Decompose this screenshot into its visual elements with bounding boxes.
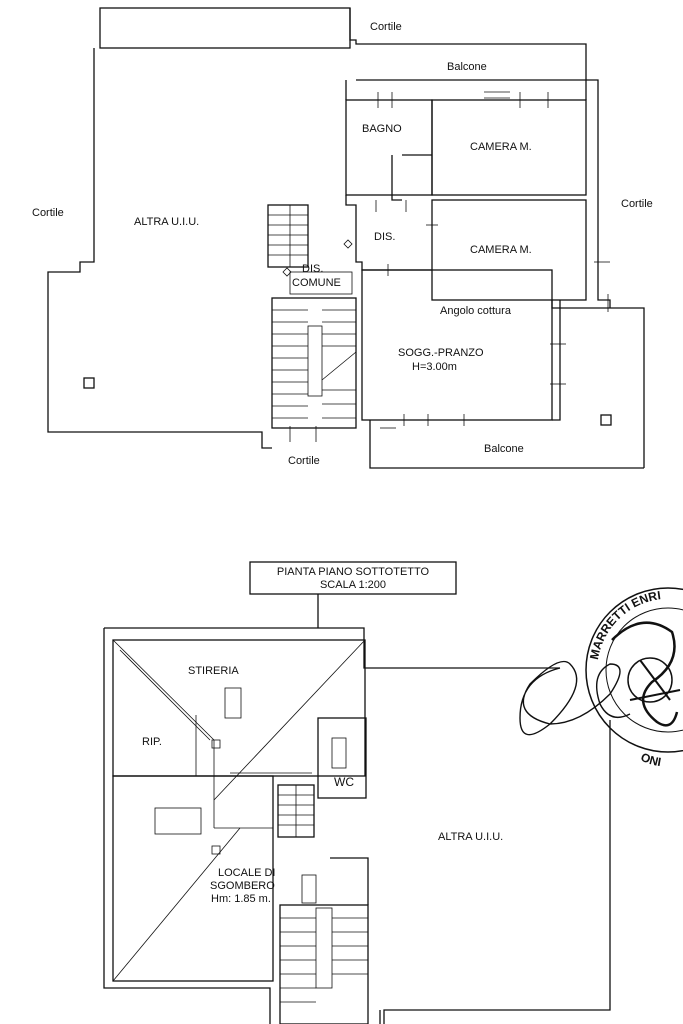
skylight-stireria: [224, 687, 242, 719]
label-locale-2: SGOMBERO: [210, 880, 275, 892]
balcone-bottom: [369, 420, 644, 469]
label-height-lower: Hm: 1.85 m.: [211, 893, 271, 905]
stamp-text-top: MARRETTI ENRI: [587, 588, 662, 661]
stair-block-upper: [267, 204, 309, 268]
label-camera-m-2: CAMERA M.: [470, 244, 532, 256]
label-altra-uiu-lower: ALTRA U.I.U.: [438, 831, 503, 843]
svg-text:MARRETTI ENRI: MARRETTI ENRI: [587, 588, 662, 661]
stamp-text: MARRETTI ENRI ONI: [587, 588, 662, 769]
label-angolo-cottura: Angolo cottura: [440, 305, 512, 317]
title-box: [249, 561, 457, 595]
label-dis: DIS.: [374, 231, 395, 243]
wc-window: [331, 737, 347, 769]
label-wc: WC: [334, 775, 354, 789]
svg-text:ONI: ONI: [639, 750, 662, 769]
stamp-text-bottom: ONI: [639, 750, 662, 769]
attic-floor-plan: [103, 561, 611, 1024]
top-roof-strip: [99, 7, 351, 49]
handwritten-signature: [519, 660, 631, 736]
sogg-pranzo-room: [361, 269, 553, 421]
wc-room: [317, 717, 367, 799]
label-stireria: STIRERIA: [188, 665, 239, 677]
label-altra-uiu-upper: ALTRA U.I.U.: [134, 216, 199, 228]
label-height-upper: H=3.00m: [412, 361, 457, 373]
skylight-locale: [301, 874, 317, 904]
label-rip: RIP.: [142, 736, 162, 748]
label-cortile-right: Cortile: [621, 198, 653, 210]
balcone-top: [356, 79, 587, 100]
chimney-right: [600, 414, 612, 426]
label-balcone-top: Balcone: [447, 61, 487, 73]
stairwell-attic: [279, 904, 369, 1024]
camera-m-2-room: [431, 199, 587, 301]
label-cortile-bottom: Cortile: [288, 455, 320, 467]
sgombero-room: [112, 775, 274, 982]
label-cortile-left: Cortile: [32, 207, 64, 219]
camera-m-1-room: [431, 99, 587, 196]
label-dis-comune-2: COMUNE: [292, 277, 341, 289]
stireria-room: [112, 639, 366, 777]
right-cortile-area: [551, 300, 645, 468]
plan-title-line2: SCALA 1:200: [320, 579, 386, 591]
plan-title-line1: PIANTA PIANO SOTTOTETTO: [277, 566, 430, 578]
label-dis-comune-1: DIS.: [302, 263, 323, 275]
bagno-room: [345, 99, 433, 196]
upper-floor-plan: [47, 7, 645, 469]
official-stamp: [585, 587, 683, 753]
label-camera-m-1: CAMERA M.: [470, 141, 532, 153]
label-locale-1: LOCALE DI: [218, 867, 275, 879]
stairwell-upper: [271, 297, 357, 429]
attic-outline: [104, 627, 560, 669]
label-sogg-pranzo: SOGG.-PRANZO: [398, 347, 484, 359]
label-bagno: BAGNO: [362, 123, 402, 135]
label-cortile-top: Cortile: [370, 21, 402, 33]
chimney-left: [83, 377, 95, 389]
label-balcone-bottom: Balcone: [484, 443, 524, 455]
altra-uiu-outline: [47, 48, 272, 449]
skylight-sgombero: [154, 807, 202, 835]
